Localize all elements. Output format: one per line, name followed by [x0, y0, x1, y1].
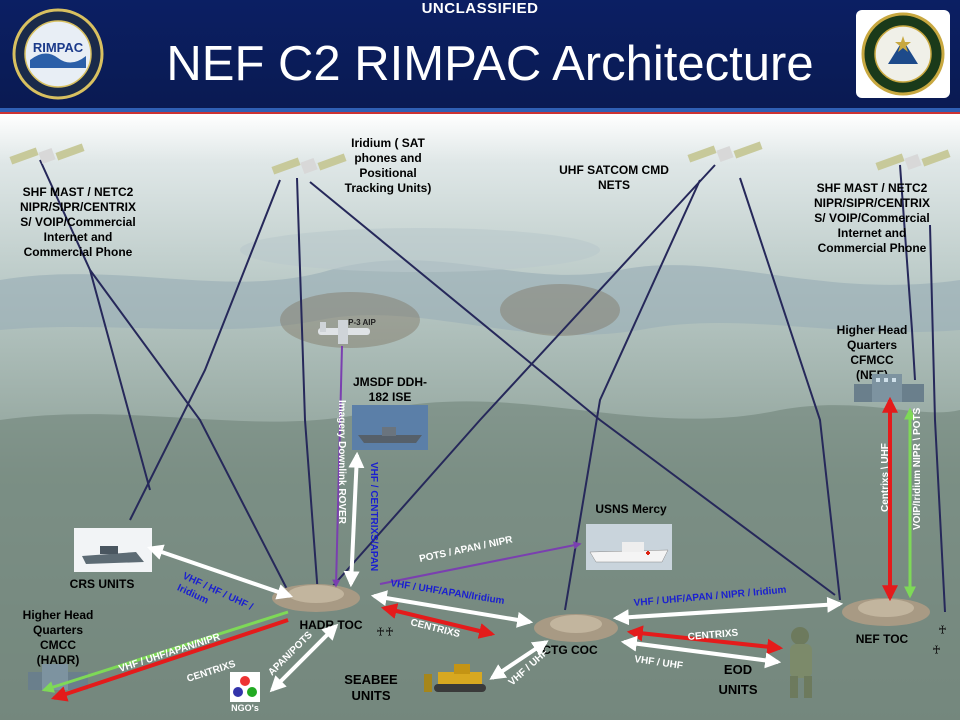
link-hadr-ngo	[269, 623, 339, 693]
crs-boat-image	[74, 528, 152, 572]
satellite-icon	[271, 153, 347, 175]
imagery-link-label: Imagery Downlink ROVER	[336, 400, 347, 525]
link-jmsdf-hadr	[343, 451, 365, 588]
hadr-toc-tent-icon	[272, 584, 360, 612]
link-iridium-crs	[129, 179, 281, 521]
satellite-icon	[875, 149, 951, 171]
link-hadr-hhq-green	[41, 610, 289, 693]
hhq-right-green-link-label: VOIP/Iridium NIPR \ POTS	[912, 407, 923, 530]
header-rule-blue	[0, 108, 960, 112]
jmsdf-label: JMSDF DDH-182 ISE	[353, 375, 427, 404]
crs-label: CRS UNITS	[70, 577, 135, 591]
bay	[240, 228, 600, 272]
link-hadr-ctg-red	[380, 603, 496, 639]
link-ctg-seabee	[489, 640, 549, 680]
eod-centrixs-label: CENTRIXS	[687, 628, 739, 643]
link-iridium-nef	[309, 181, 836, 596]
link-iridium-hadr	[296, 177, 319, 596]
link-imagery-downlink	[332, 345, 343, 588]
crater-right	[500, 284, 620, 336]
usns-label: USNS Mercy	[595, 502, 667, 516]
hadr-toc-symbol-icon: ♰♰	[376, 625, 394, 639]
link-uhf-nef	[739, 177, 841, 601]
satellite-links	[39, 159, 946, 613]
ctg-coc-tent-icon	[534, 614, 618, 642]
nef-toc-tent-icon	[842, 598, 930, 626]
nef-toc-symbol-icon: ♰	[938, 623, 947, 637]
crater-left	[280, 292, 420, 348]
coastal-riverine-emblem	[856, 10, 950, 98]
link-crs-hadr	[146, 544, 294, 600]
ngo-label: NGO's	[231, 703, 259, 713]
jmsdf-ship-image	[352, 405, 428, 450]
classification-banner: UNCLASSIFIED	[421, 0, 539, 17]
ctg-coc-label: CTG COC	[542, 643, 598, 657]
slide-header: UNCLASSIFIED RIMPAC NEF C2 RIMPAC Archit…	[0, 0, 960, 108]
satellite-icon	[9, 143, 85, 165]
hhq-right-red-link-label: Centrixs \ UHF	[880, 443, 891, 512]
page-title: NEF C2 RIMPAC Architecture	[166, 37, 814, 91]
link-uhf-ctg	[564, 179, 701, 611]
link-ctg-nef	[612, 596, 844, 626]
river-channel	[0, 260, 960, 335]
usns-mercy-ship-image	[586, 524, 672, 570]
seabee-bulldozer-icon	[424, 664, 486, 692]
p3-aircraft-icon	[318, 320, 370, 344]
satellite-icon	[687, 141, 763, 163]
nef-toc-label: NEF TOC	[856, 632, 909, 646]
rimpac-emblem-text: RIMPAC	[33, 40, 84, 55]
link-shf-left-hadr	[89, 269, 291, 596]
link-shf-right-nef	[929, 224, 946, 613]
rimpac-emblem: RIMPAC	[12, 8, 104, 100]
nef-toc-symbol-icon-2: ♰	[932, 643, 941, 657]
link-shf-right-hhq	[899, 164, 916, 381]
jmsdf-link-label: VHF / CENTRIXS/APAN	[368, 462, 379, 571]
link-uhf-hadr	[324, 164, 716, 596]
p3-label: P-3 AIP	[348, 318, 376, 327]
header-rule-red	[0, 112, 960, 114]
link-ctg-eod-white	[620, 635, 782, 669]
eod-bomb-suit-icon	[790, 627, 812, 698]
link-hadr-usns	[379, 541, 582, 585]
link-hadr-hhq-red	[50, 618, 289, 702]
ngo-logo-icon	[230, 672, 260, 702]
